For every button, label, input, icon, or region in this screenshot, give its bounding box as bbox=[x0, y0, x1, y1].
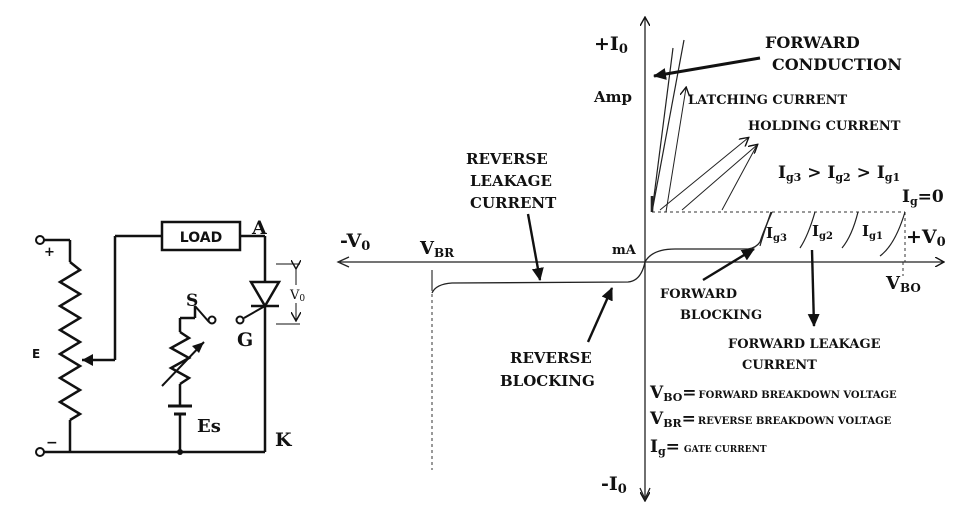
svg-text:FORWARD LEAKAGE: FORWARD LEAKAGE bbox=[728, 337, 881, 352]
forward-conduction-label-line1: FORWARD bbox=[765, 33, 860, 52]
scr-voltage-label: V0 bbox=[289, 288, 305, 304]
gate-switch bbox=[194, 305, 210, 323]
gate-current-order-label: Ig3 > Ig2 > Ig1 bbox=[778, 163, 900, 184]
supply-label: E bbox=[32, 347, 40, 361]
vbo-label: VBO bbox=[885, 273, 921, 295]
scr-thyristor-symbol bbox=[248, 280, 282, 309]
ig3-curve-label: Ig3 bbox=[766, 224, 787, 244]
forward-blocking-curve bbox=[644, 211, 773, 263]
scr-circuit bbox=[35, 220, 300, 457]
gate-curve-ig2 bbox=[799, 211, 816, 249]
load-label: LOAD bbox=[180, 230, 222, 246]
supply-terminal-bottom bbox=[35, 447, 45, 457]
vi-characteristic-graph: +I0 -I0 -V0 +V0 Amp mA VBR VBO FORWARD C… bbox=[336, 18, 946, 500]
svg-text:REVERSE: REVERSE bbox=[466, 150, 548, 168]
minus-voltage-label: -V0 bbox=[340, 230, 370, 254]
svg-text:CURRENT: CURRENT bbox=[470, 194, 557, 212]
forward-blocking-arrow bbox=[702, 247, 755, 282]
holding-current-arrow bbox=[659, 138, 748, 211]
forward-conduction-line bbox=[651, 39, 685, 213]
forward-blocking-label: FORWARD BLOCKING bbox=[660, 287, 762, 323]
forward-leakage-label: FORWARD LEAKAGE CURRENT bbox=[728, 337, 881, 373]
svg-text:BLOCKING: BLOCKING bbox=[500, 372, 595, 390]
gate-curve-ig3 bbox=[759, 211, 772, 247]
svg-text:REVERSE: REVERSE bbox=[510, 349, 592, 367]
circuit-labels: LOAD A K G S Es E + − V0 bbox=[32, 217, 305, 451]
plus-current-label: +I0 bbox=[594, 33, 628, 57]
cathode-label: K bbox=[275, 429, 293, 451]
svg-text:LEAKAGE: LEAKAGE bbox=[470, 172, 552, 190]
legend-vbo: VBO=FORWARD BREAKDOWN VOLTAGE bbox=[649, 383, 897, 404]
svg-text:BLOCKING: BLOCKING bbox=[680, 308, 762, 323]
amp-label: Amp bbox=[593, 88, 632, 106]
supply-plus: + bbox=[44, 245, 55, 260]
ig1-curve-label: Ig1 bbox=[862, 222, 883, 242]
potentiometer-resistor bbox=[57, 261, 83, 422]
latching-current-arrow bbox=[665, 88, 686, 213]
minus-current-label: -I0 bbox=[601, 473, 627, 497]
svg-text:CURRENT: CURRENT bbox=[742, 358, 817, 373]
forward-conduction-label-line2: CONDUCTION bbox=[772, 55, 902, 74]
anode-label: A bbox=[251, 217, 267, 239]
gate-current-zero-label: Ig=0 bbox=[902, 187, 944, 208]
symbol-legend: VBO=FORWARD BREAKDOWN VOLTAGE VBR=REVERS… bbox=[649, 383, 897, 458]
forward-conduction-arrow bbox=[653, 56, 761, 80]
gate-curve-ig0 bbox=[879, 211, 906, 257]
legend-vbr: VBR=REVERSE BREAKDOWN VOLTAGE bbox=[649, 409, 892, 430]
supply-minus: − bbox=[46, 435, 58, 451]
gate-curve-ig1 bbox=[841, 211, 859, 249]
switch-label: S bbox=[186, 291, 198, 311]
forward-leakage-arrow bbox=[807, 249, 820, 327]
plus-voltage-label: +V0 bbox=[906, 226, 946, 250]
gate-label: G bbox=[237, 329, 253, 351]
legend-ig: Ig=GATE CURRENT bbox=[650, 437, 767, 458]
vbr-label: VBR bbox=[419, 238, 455, 260]
gate-variable-resistor bbox=[168, 330, 192, 386]
switch-contact bbox=[207, 315, 217, 325]
reverse-blocking-label: REVERSE BLOCKING bbox=[500, 349, 595, 390]
latching-current-label: LATCHING CURRENT bbox=[688, 93, 847, 108]
gate-source-label: Es bbox=[197, 416, 221, 437]
ig2-curve-label: Ig2 bbox=[812, 222, 833, 242]
reverse-leakage-arrow bbox=[526, 213, 544, 281]
holding-current-label: HOLDING CURRENT bbox=[748, 119, 901, 134]
reverse-leakage-label: REVERSE LEAKAGE CURRENT bbox=[466, 150, 557, 212]
milliamp-label: mA bbox=[612, 243, 637, 258]
reverse-blocking-arrow bbox=[586, 287, 614, 343]
supply-terminal-top bbox=[35, 235, 45, 245]
reverse-characteristic-curve bbox=[431, 261, 646, 294]
gate-terminal bbox=[235, 315, 245, 325]
svg-text:FORWARD: FORWARD bbox=[660, 287, 737, 302]
